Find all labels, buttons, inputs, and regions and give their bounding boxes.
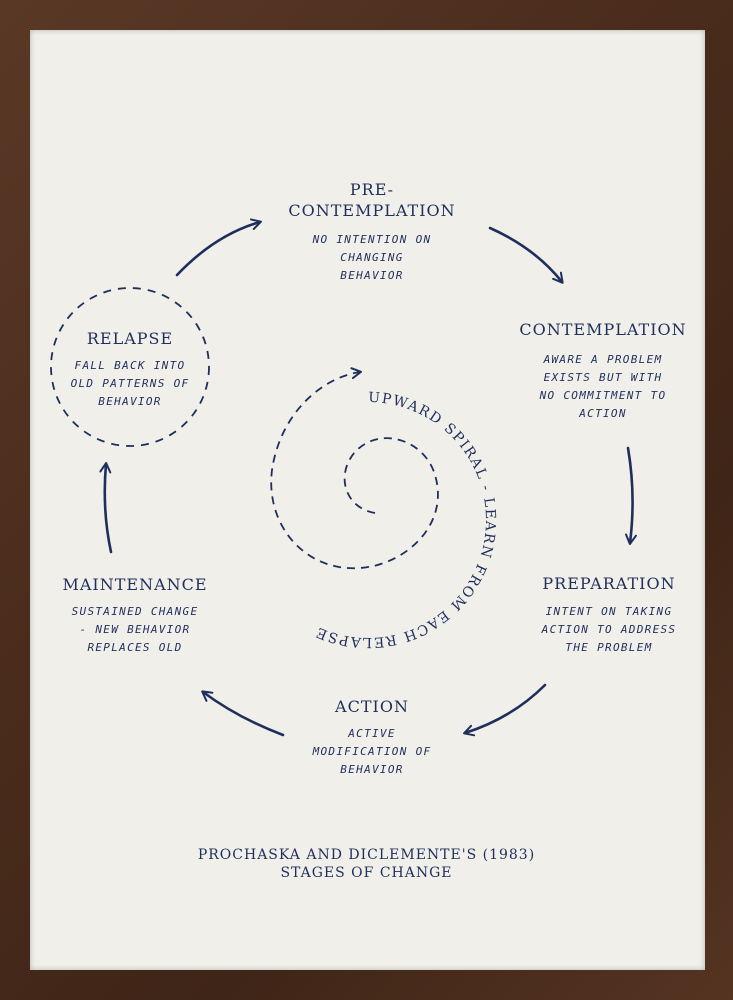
spiral-label: UPWARD SPIRAL - LEARN FROM EACH RELAPSE xyxy=(313,390,498,650)
stage-title-relapse: RELAPSE xyxy=(86,329,174,348)
arrow-relapse-to-precontemplation xyxy=(175,218,262,277)
stage-desc-contemplation-2: EXISTS BUT WITH xyxy=(543,371,663,384)
stage-desc-action-3: BEHAVIOR xyxy=(340,763,404,776)
arrow-contemplation-to-preparation xyxy=(625,446,637,545)
stage-desc-relapse-1: FALL BACK INTO xyxy=(74,359,186,372)
stage-desc-preparation-3: THE PROBLEM xyxy=(565,641,653,654)
stage-title-precontemplation-line1: PRE- xyxy=(349,180,395,199)
stage-desc-action-1: ACTIVE xyxy=(348,727,396,740)
arrow-action-to-maintenance xyxy=(201,690,285,737)
relapse-dashed-circle xyxy=(50,287,210,447)
stage-desc-precontemplation-1: NO INTENTION ON xyxy=(312,233,432,246)
stage-desc-maintenance-2: - NEW BEHAVIOR xyxy=(79,623,191,636)
stage-title-precontemplation-line2: CONTEMPLATION xyxy=(288,201,456,220)
caption-line2: STAGES OF CHANGE xyxy=(280,865,453,881)
stage-desc-preparation-1: INTENT ON TAKING xyxy=(545,605,673,618)
stage-title-preparation: PREPARATION xyxy=(542,574,676,593)
stage-desc-contemplation-3: NO COMMITMENT TO xyxy=(539,389,667,402)
stage-title-maintenance: MAINTENANCE xyxy=(62,575,208,594)
stage-desc-precontemplation-3: BEHAVIOR xyxy=(340,269,404,282)
upward-spiral xyxy=(270,367,439,569)
stage-desc-maintenance-1: SUSTAINED CHANGE xyxy=(71,605,199,618)
stage-desc-precontemplation-2: CHANGING xyxy=(340,251,404,264)
arrow-preparation-to-action xyxy=(463,683,547,737)
stage-desc-relapse-3: BEHAVIOR xyxy=(98,395,162,408)
stage-desc-relapse-2: OLD PATTERNS OF xyxy=(70,377,190,390)
arrow-maintenance-to-relapse xyxy=(99,462,113,554)
caption-line1: PROCHASKA AND DICLEMENTE'S (1983) xyxy=(197,847,536,863)
stage-desc-action-2: MODIFICATION OF xyxy=(312,745,432,758)
stage-desc-maintenance-3: REPLACES OLD xyxy=(87,641,183,654)
stage-title-action: ACTION xyxy=(335,697,409,716)
stage-desc-contemplation-4: ACTION xyxy=(579,407,627,420)
stage-desc-contemplation-1: AWARE A PROBLEM xyxy=(543,353,663,366)
stage-desc-preparation-2: ACTION TO ADDRESS xyxy=(541,623,677,636)
poster-paper xyxy=(30,30,705,970)
arrow-precontemplation-to-contemplation xyxy=(488,226,564,284)
stage-title-contemplation: CONTEMPLATION xyxy=(519,320,687,339)
spiral-label-path: UPWARD SPIRAL - LEARN FROM EACH RELAPSE xyxy=(313,390,497,650)
